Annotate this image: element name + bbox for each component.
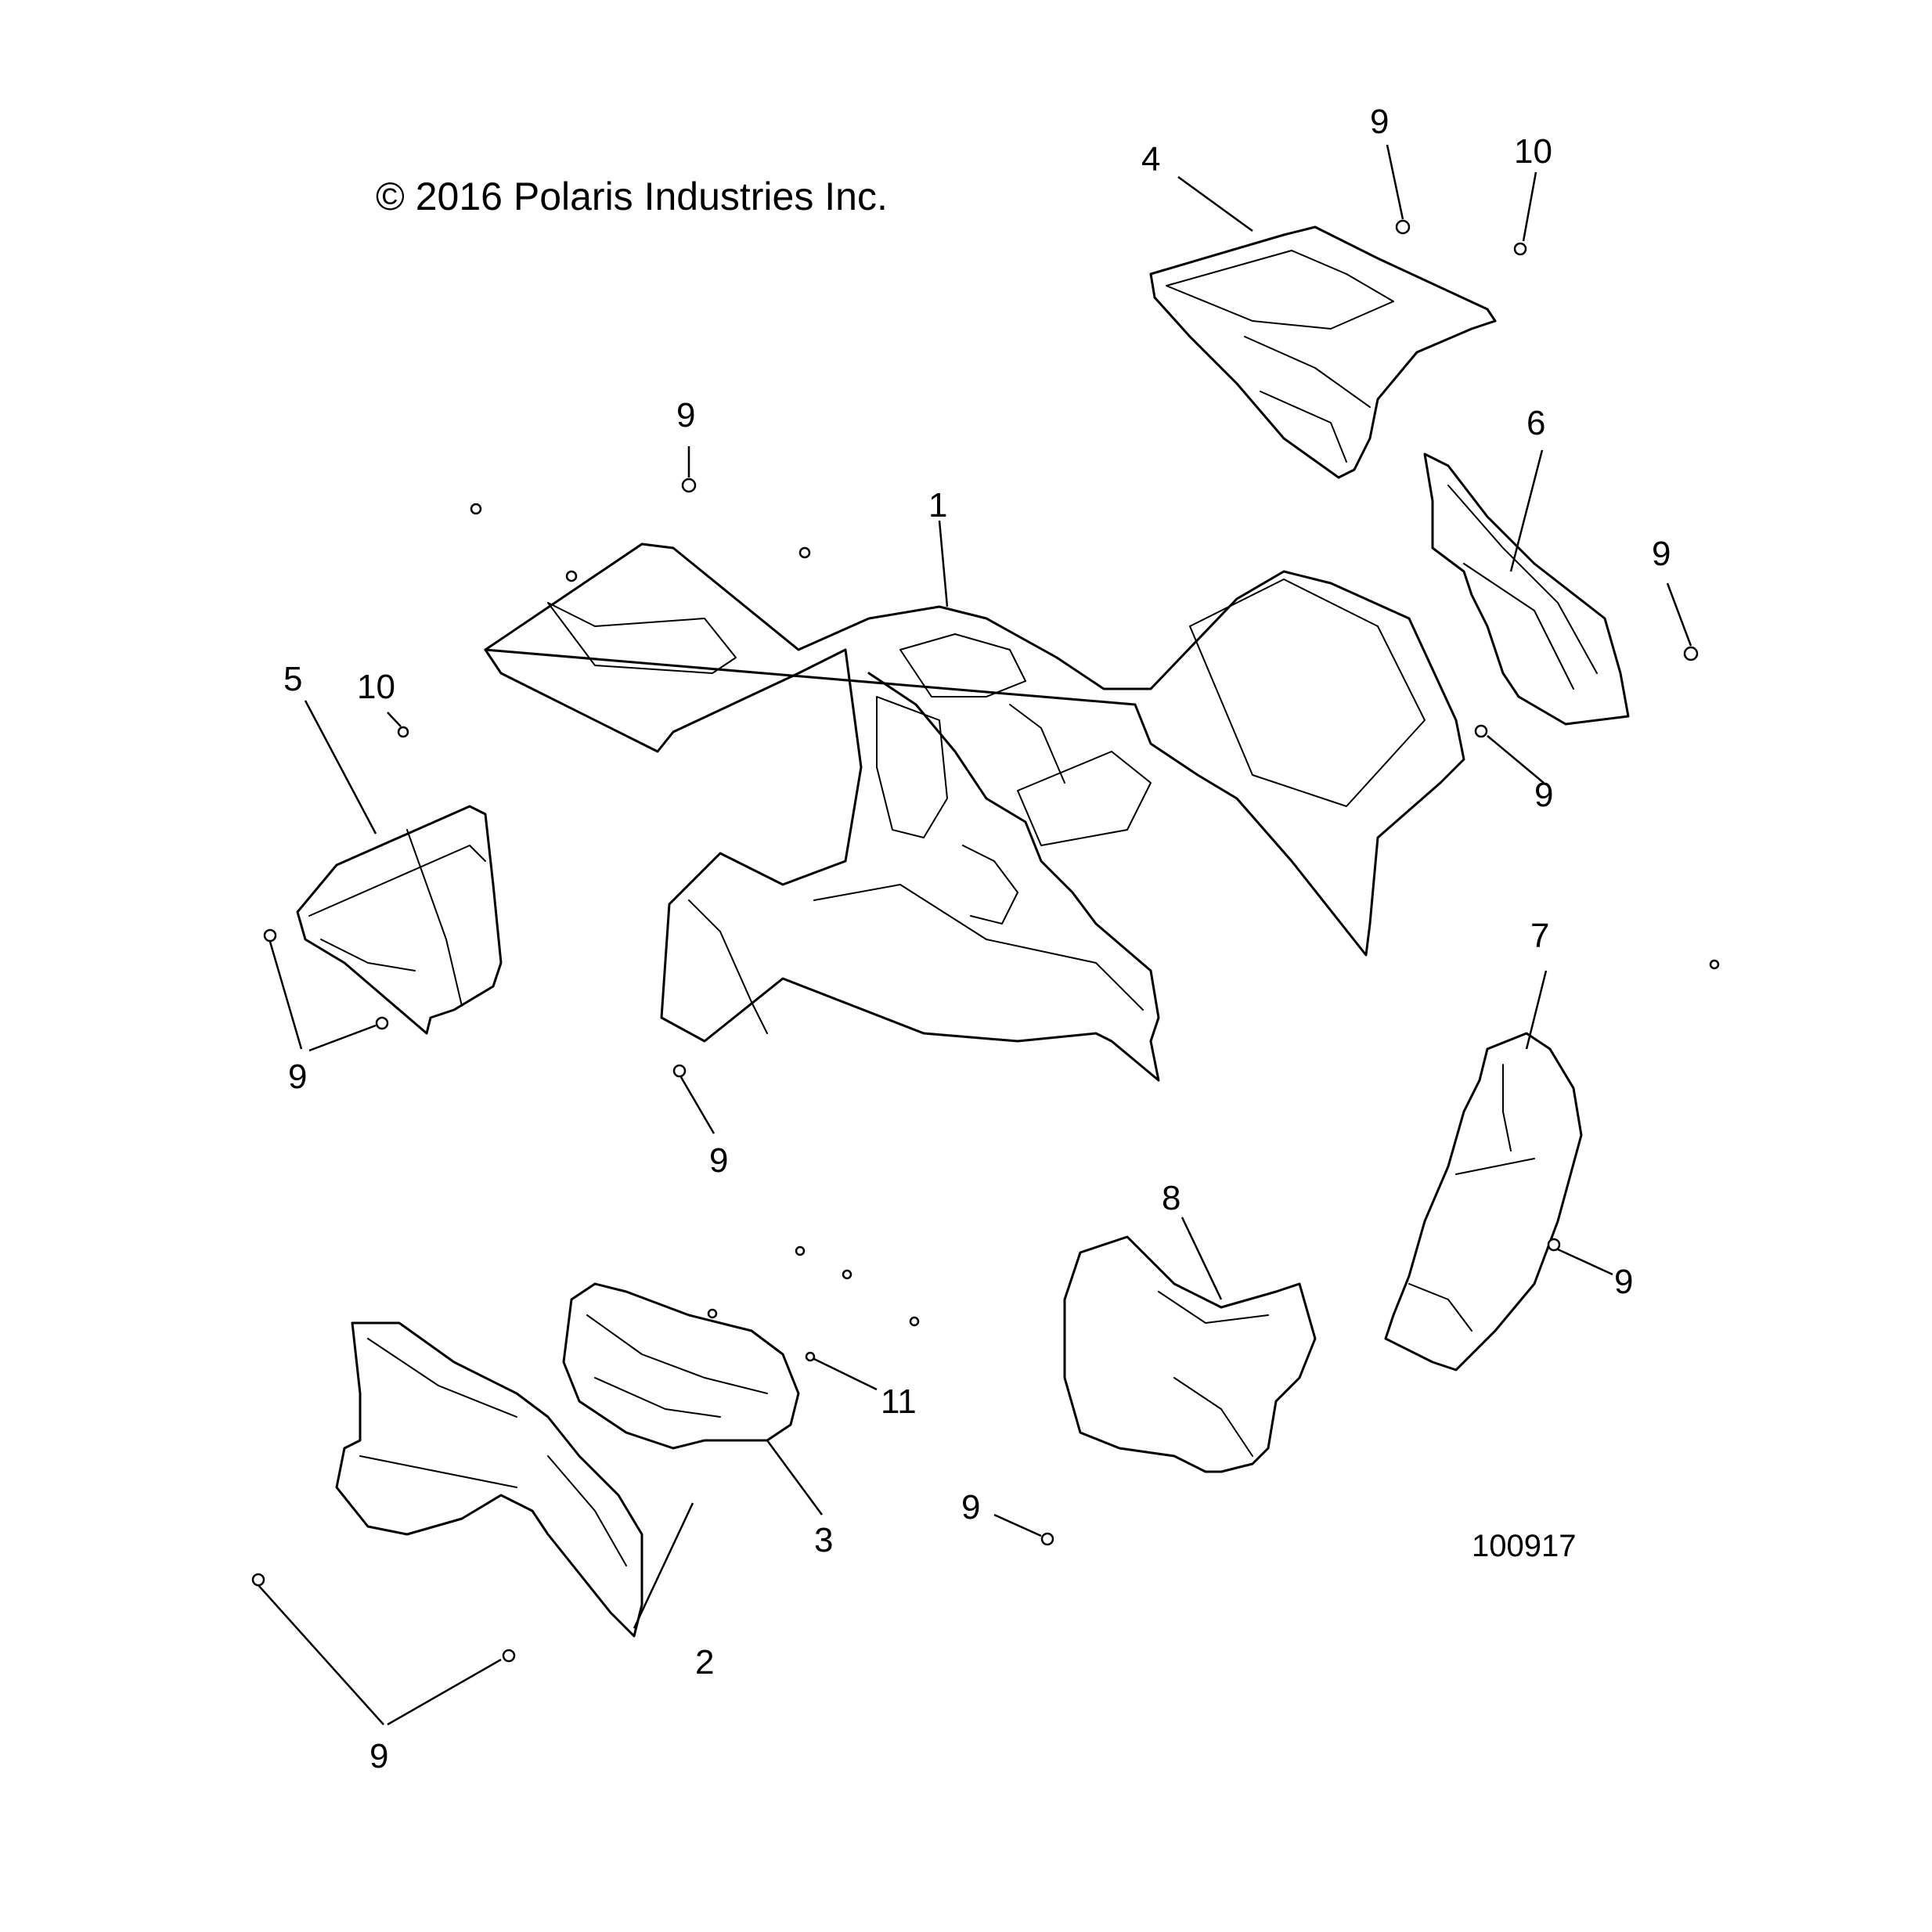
callout-9-top: 9	[1370, 103, 1389, 141]
part-5-side-panel	[296, 805, 503, 1035]
fastener-f	[842, 1269, 852, 1280]
fastener-9-center	[672, 1064, 687, 1078]
callout-9-right-7: 9	[1614, 1263, 1633, 1301]
callout-5: 5	[283, 660, 302, 698]
fastener-9-right-7	[1547, 1238, 1561, 1252]
reference-number: 100917	[1472, 1529, 1576, 1563]
part-2-lower-panel	[335, 1321, 643, 1638]
fastener-9-top	[1395, 219, 1411, 235]
fastener-d	[1709, 959, 1720, 970]
fastener-9-bottom-center	[1040, 1532, 1054, 1546]
callout-3: 3	[814, 1521, 833, 1559]
fastener-11	[805, 1351, 816, 1362]
part-3-lower-panel	[562, 1282, 800, 1450]
callout-7: 7	[1530, 917, 1549, 955]
fastener-a	[470, 503, 482, 515]
part-6-side-panel	[1423, 452, 1630, 726]
fastener-9-bottom-left-a	[251, 1573, 265, 1587]
fasteners	[251, 219, 1720, 1663]
callout-8: 8	[1162, 1179, 1180, 1217]
callout-4: 4	[1141, 140, 1160, 178]
fastener-h	[909, 1316, 920, 1327]
part-8-lower-panel	[1063, 1235, 1317, 1473]
callouts: 1 4 9 10 9 6 9 9 5 10 9 9 7 8 9 11 3 9 2…	[283, 103, 1671, 1775]
fastener-g	[707, 1308, 718, 1319]
fastener-9-right	[1683, 646, 1699, 661]
fastener-9-mid	[681, 478, 697, 493]
callout-9-bottom-center: 9	[961, 1488, 980, 1526]
fastener-9-left-a	[263, 928, 277, 943]
callout-2: 2	[695, 1643, 714, 1681]
fastener-9-left-b	[375, 1016, 389, 1030]
callout-9-mid: 9	[676, 396, 695, 434]
fastener-10-top	[1513, 242, 1527, 256]
fastener-10-left	[397, 726, 409, 738]
part-7-side-panel	[1384, 1032, 1583, 1372]
callout-9-center: 9	[709, 1141, 728, 1180]
fastener-c	[798, 546, 811, 559]
callout-9-right-lower: 9	[1534, 776, 1553, 814]
callout-9-right: 9	[1652, 535, 1671, 573]
callout-11: 11	[881, 1382, 917, 1421]
callout-9-bottom-left: 9	[369, 1737, 388, 1775]
leader-lines	[258, 144, 1692, 1726]
fastener-9-right-lower	[1474, 724, 1488, 738]
callout-10-top: 10	[1514, 132, 1552, 171]
fastener-b	[565, 570, 578, 582]
callout-10-left: 10	[357, 668, 395, 706]
callout-1: 1	[928, 486, 947, 524]
copyright-text: © 2016 Polaris Industries Inc.	[376, 175, 888, 218]
part-4-side-panel	[1149, 225, 1497, 479]
part-1-front-cab	[484, 542, 1465, 1082]
fastener-e	[795, 1245, 806, 1256]
callout-6: 6	[1526, 404, 1545, 442]
fastener-9-bottom-left-b	[502, 1649, 516, 1663]
callout-9-left: 9	[288, 1058, 307, 1096]
